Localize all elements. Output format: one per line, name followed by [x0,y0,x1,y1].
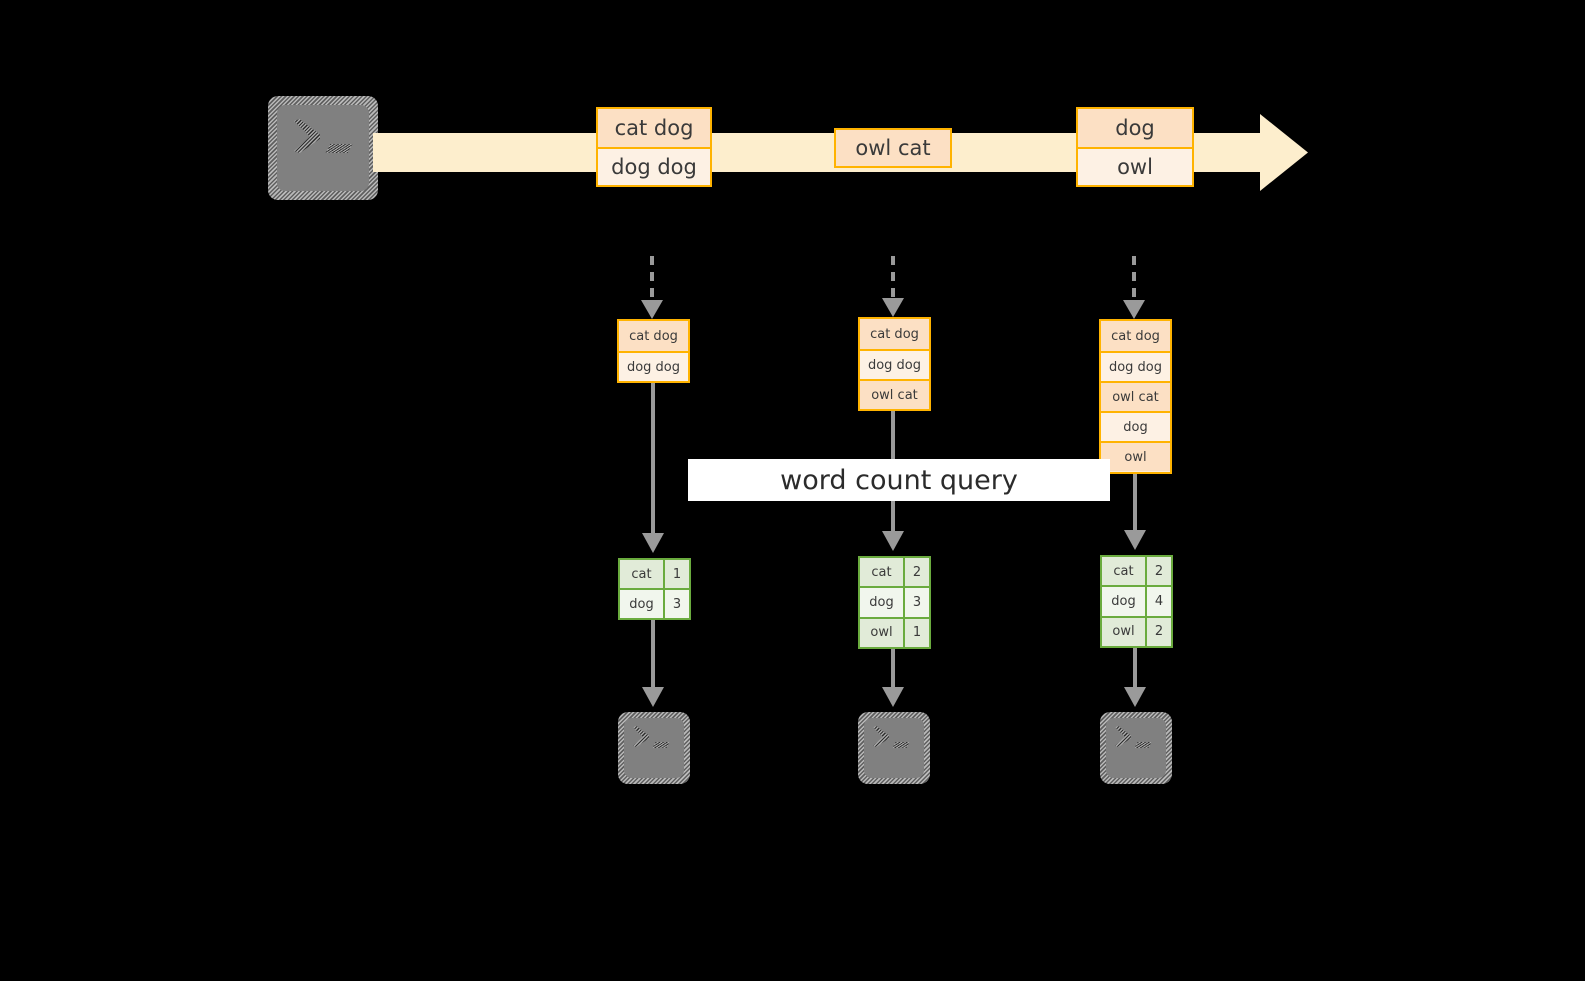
result-word-cell: cat [620,560,665,588]
result-table-row: dog 3 [620,588,689,618]
result-word-cell: dog [620,590,665,618]
result-word-cell: owl [860,618,905,647]
result-count-cell: 1 [665,560,689,588]
result-to-sink-arrowhead-icon-3 [1124,687,1146,707]
result-table-row: owl 1 [860,616,929,647]
input-table-row: owl [1101,441,1170,471]
input-table-row: cat dog [619,321,688,351]
input-table-row: dog dog [619,351,688,381]
stream-event-line: dog dog [598,147,710,185]
stream-event-batch-1[interactable]: cat dog dog dog [596,107,712,187]
result-table-row: cat 2 [1102,557,1171,586]
terminal-body [1106,718,1166,778]
event-stream-arrowhead-icon [1260,114,1308,191]
result-word-cell: owl [1102,617,1147,646]
result-table-row: dog 4 [1102,585,1171,616]
stream-to-input-connector-3 [1132,256,1136,304]
terminal-body [277,105,369,191]
result-count-cell: 1 [905,618,929,647]
query-label: word count query [688,459,1110,501]
result-table-1[interactable]: cat 1 dog 3 [618,558,691,620]
input-table-row: dog dog [860,349,929,379]
stream-event-batch-3[interactable]: dog owl [1076,107,1194,187]
input-table-row: cat dog [1101,321,1170,351]
stream-to-input-arrowhead-icon-3 [1123,300,1145,319]
stream-to-input-arrowhead-icon-1 [641,300,663,319]
stream-event-line: owl [1078,147,1192,185]
stream-event-batch-2[interactable]: owl cat [834,128,952,168]
input-table-row: dog [1101,411,1170,441]
result-word-cell: cat [860,558,905,587]
result-to-sink-connector-2 [891,649,895,692]
result-table-row: cat 1 [620,560,689,588]
source-terminal-icon [268,96,378,200]
stream-event-line: cat dog [598,109,710,147]
stream-to-input-connector-2 [891,256,895,302]
input-table-2[interactable]: cat dog dog dog owl cat [858,317,931,411]
sink-terminal-icon-3 [1100,712,1172,784]
result-word-cell: cat [1102,557,1147,586]
result-to-sink-connector-3 [1133,648,1137,692]
result-table-row: dog 3 [860,586,929,617]
result-table-row: owl 2 [1102,615,1171,646]
result-to-sink-arrowhead-icon-2 [882,687,904,707]
terminal-body [864,718,924,778]
result-table-3[interactable]: cat 2 dog 4 owl 2 [1100,555,1173,648]
stream-event-line: dog [1078,109,1192,147]
result-count-cell: 2 [1147,557,1171,586]
input-table-row: cat dog [860,319,929,349]
result-count-cell: 4 [1147,587,1171,616]
result-table-row: cat 2 [860,558,929,587]
input-table-row: owl cat [1101,381,1170,411]
sink-terminal-icon-1 [618,712,690,784]
result-table-2[interactable]: cat 2 dog 3 owl 1 [858,556,931,649]
result-count-cell: 3 [905,588,929,617]
result-count-cell: 3 [665,590,689,618]
input-table-row: owl cat [860,379,929,409]
result-count-cell: 2 [1147,617,1171,646]
input-table-3[interactable]: cat dog dog dog owl cat dog owl [1099,319,1172,474]
terminal-body [624,718,684,778]
input-to-result-connector-1 [651,383,655,538]
result-to-sink-connector-1 [651,620,655,692]
sink-terminal-icon-2 [858,712,930,784]
result-word-cell: dog [1102,587,1147,616]
input-to-result-arrowhead-icon-3 [1124,530,1146,550]
input-table-row: dog dog [1101,351,1170,381]
input-to-result-arrowhead-icon-1 [642,533,664,553]
result-count-cell: 2 [905,558,929,587]
input-table-1[interactable]: cat dog dog dog [617,319,690,383]
input-to-result-arrowhead-icon-2 [882,531,904,551]
result-word-cell: dog [860,588,905,617]
stream-to-input-connector-1 [650,256,654,304]
stream-to-input-arrowhead-icon-2 [882,298,904,317]
result-to-sink-arrowhead-icon-1 [642,687,664,707]
input-to-result-connector-3 [1133,474,1137,536]
stream-event-line: owl cat [836,130,950,166]
